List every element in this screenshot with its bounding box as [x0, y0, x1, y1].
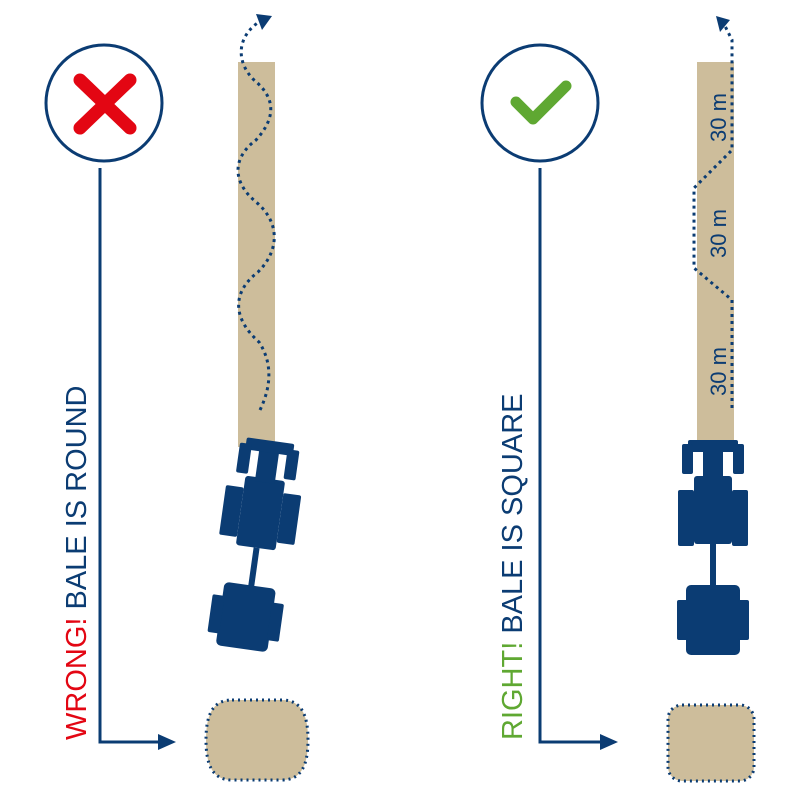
right-baler [677, 540, 749, 655]
wrong-connector-arrow [98, 168, 176, 750]
segment-label-bottom: 30 m [706, 347, 731, 396]
wrong-tractor [219, 437, 302, 551]
wrong-panel: WRONG! BALE IS ROUND [44, 14, 310, 782]
cross-icon [44, 43, 164, 163]
right-tractor [678, 440, 748, 546]
segment-label-top: 30 m [706, 93, 731, 142]
wrong-driving-path [236, 14, 276, 411]
round-bale [204, 698, 310, 782]
right-driving-path [692, 16, 734, 408]
right-swath [697, 62, 734, 447]
wrong-baler [207, 547, 284, 652]
wrong-label: WRONG! BALE IS ROUND [61, 386, 93, 741]
wrong-label-rest: BALE IS ROUND [61, 386, 93, 618]
segment-label-middle: 30 m [706, 209, 731, 258]
right-connector-arrow [538, 168, 618, 750]
right-label: RIGHT! BALE IS SQUARE [497, 394, 529, 740]
square-bale [666, 703, 756, 783]
right-label-prefix: RIGHT! [497, 642, 529, 740]
wrong-label-prefix: WRONG! [61, 618, 93, 740]
right-panel: RIGHT! BALE IS SQUARE 30 m 30 m 30 m [480, 16, 756, 783]
right-tractor-baler [677, 440, 749, 655]
wrong-path-arrowhead [256, 14, 272, 30]
right-path-arrowhead [716, 16, 730, 32]
right-label-rest: BALE IS SQUARE [497, 394, 529, 642]
check-icon [480, 43, 600, 163]
wrong-tractor-baler [207, 437, 302, 652]
